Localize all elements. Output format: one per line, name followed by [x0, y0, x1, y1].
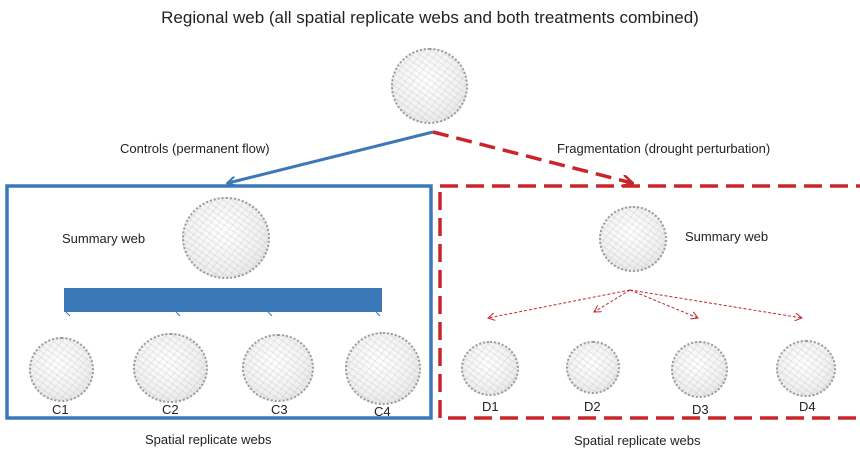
controls-replicate-web-c4 — [345, 332, 421, 405]
fragmentation-sub-arrow-d4 — [629, 289, 802, 318]
controls-replicate-web-c1 — [29, 337, 94, 402]
fragmentation-replicate-web-d4 — [776, 340, 836, 397]
bar-tick-1 — [65, 311, 71, 317]
replicate-label-c4: C4 — [374, 404, 391, 419]
fragmentation-summary-web-node — [599, 206, 667, 272]
regional-web-node — [391, 48, 468, 124]
diagram-title: Regional web (all spatial replicate webs… — [161, 8, 699, 27]
controls-summary-web-node — [182, 197, 270, 279]
fragmentation-replicate-web-d2 — [566, 341, 620, 394]
fragmentation-footer-label: Spatial replicate webs — [574, 433, 701, 448]
replicate-label-d1: D1 — [482, 399, 499, 414]
controls-branch-arrow — [228, 130, 434, 183]
fragmentation-sub-arrow-d2 — [594, 289, 631, 312]
replicate-label-d4: D4 — [799, 399, 816, 414]
fragmentation-box — [438, 184, 860, 420]
replicate-label-d3: D3 — [692, 402, 709, 417]
controls-aggregation-bar — [64, 288, 382, 312]
controls-footer-label: Spatial replicate webs — [145, 432, 272, 447]
controls-replicate-web-c2 — [133, 333, 208, 403]
fragmentation-sub-arrow-d3 — [629, 289, 698, 318]
fragmentation-replicate-web-d1 — [461, 341, 519, 396]
replicate-label-d2: D2 — [584, 399, 601, 414]
controls-branch-label: Controls (permanent flow) — [120, 141, 270, 156]
fragmentation-branch-arrow — [432, 130, 632, 183]
replicate-label-c2: C2 — [162, 402, 179, 417]
fragmentation-branch-label: Fragmentation (drought perturbation) — [557, 141, 771, 156]
replicate-label-c3: C3 — [271, 402, 288, 417]
controls-box — [5, 184, 433, 420]
fragmentation-replicate-web-d3 — [671, 341, 728, 398]
controls-summary-label: Summary web — [62, 231, 146, 246]
bar-tick-2 — [175, 311, 181, 317]
replicate-label-c1: C1 — [52, 402, 69, 417]
controls-replicate-web-c3 — [242, 334, 314, 402]
fragmentation-sub-arrow-d1 — [488, 289, 631, 318]
bar-tick-4 — [375, 311, 381, 317]
fragmentation-summary-label: Summary web — [685, 229, 769, 244]
bar-tick-3 — [267, 311, 273, 317]
